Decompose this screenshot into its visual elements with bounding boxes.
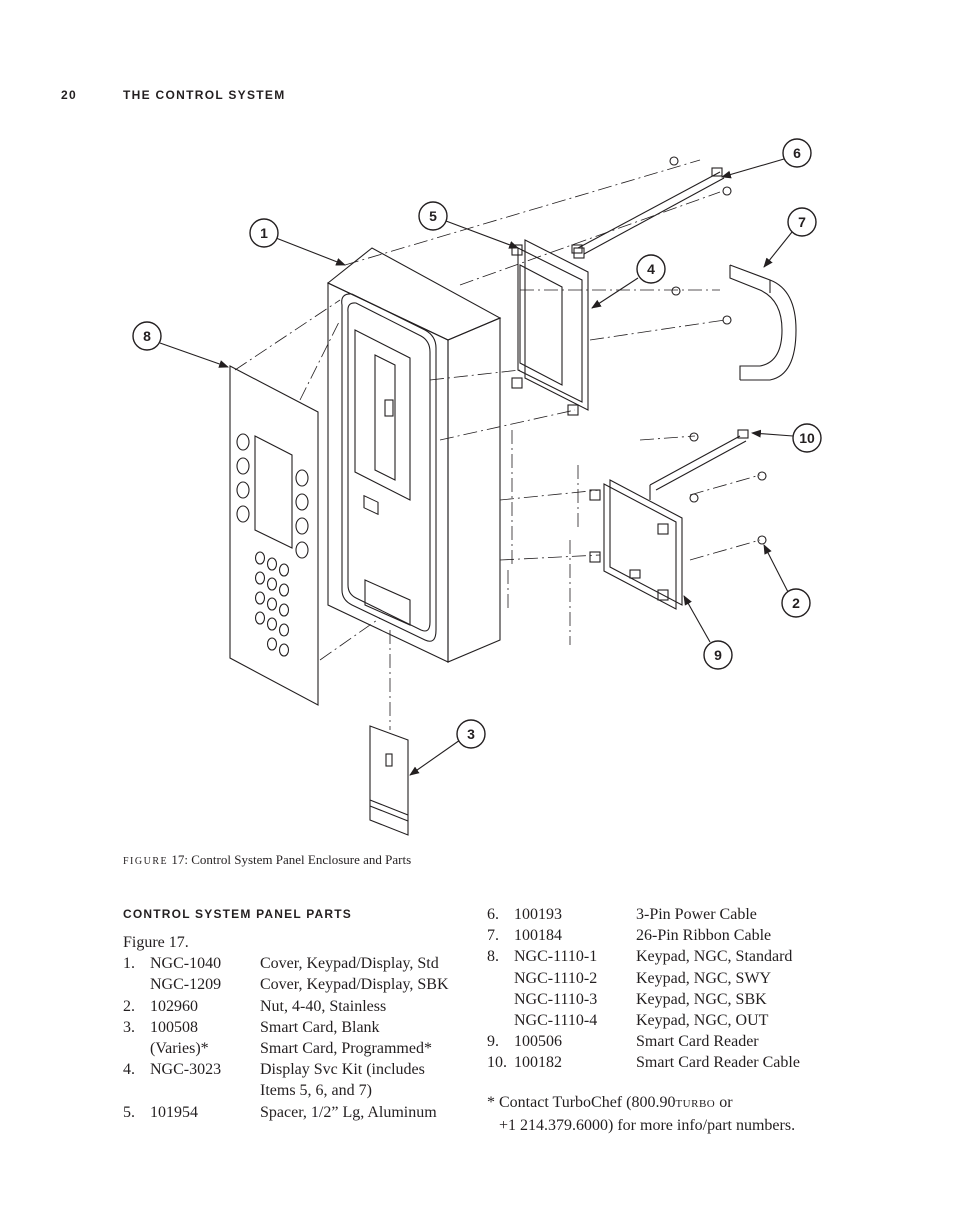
callout-10: 10 xyxy=(751,423,822,453)
list-item: (Varies)*Smart Card, Programmed* xyxy=(150,1039,432,1057)
ribbon-cable xyxy=(729,264,797,381)
callout-4: 4 xyxy=(591,254,666,309)
nuts xyxy=(669,156,767,545)
power-cable xyxy=(571,167,725,255)
parts-intro: Figure 17. xyxy=(123,934,189,951)
figure-caption: Figure 17: Control System Panel Enclosur… xyxy=(123,852,411,868)
exploded-diagram: 1 2 3 4 5 6 7 8 9 10 xyxy=(132,138,822,836)
svg-text:8: 8 xyxy=(143,328,151,344)
contact-note: * Contact TurboChef (800.90TURBO or +1 2… xyxy=(487,1092,795,1136)
keypad-number-buttons xyxy=(254,551,290,657)
caption-label: Figure xyxy=(123,856,169,867)
callout-3: 3 xyxy=(409,719,486,776)
smart-card xyxy=(369,725,409,836)
callout-9: 9 xyxy=(683,595,733,670)
keypad-cover xyxy=(229,365,319,706)
svg-text:7: 7 xyxy=(798,214,806,230)
page-number: 20 xyxy=(61,88,77,102)
svg-text:2: 2 xyxy=(792,595,800,611)
card-reader xyxy=(589,429,749,610)
svg-text:9: 9 xyxy=(714,647,722,663)
callout-6: 6 xyxy=(721,138,812,179)
svg-text:4: 4 xyxy=(647,261,655,277)
svg-text:3: 3 xyxy=(467,726,475,742)
svg-text:6: 6 xyxy=(793,145,801,161)
callout-2: 2 xyxy=(763,544,811,618)
svg-text:1: 1 xyxy=(260,225,268,241)
list-item: Items 5, 6, and 7) xyxy=(260,1082,372,1100)
display-board xyxy=(511,239,589,416)
svg-text:10: 10 xyxy=(799,430,815,446)
callout-7: 7 xyxy=(763,207,817,268)
caption-text: : Control System Panel Enclosure and Par… xyxy=(184,852,412,867)
note-line-1: * Contact TurboChef (800.90TURBO or xyxy=(487,1094,733,1111)
callout-1: 1 xyxy=(249,218,346,266)
callout-8: 8 xyxy=(132,321,229,368)
enclosure xyxy=(326,247,502,663)
parts-section-title: CONTROL SYSTEM PANEL PARTS xyxy=(123,907,352,921)
section-title: THE CONTROL SYSTEM xyxy=(123,88,286,102)
assembly-lines xyxy=(234,159,761,730)
callout-5: 5 xyxy=(418,201,519,249)
svg-text:5: 5 xyxy=(429,208,437,224)
caption-number: 17 xyxy=(171,852,185,867)
note-line-2: +1 214.379.6000) for more info/part numb… xyxy=(499,1117,796,1135)
keypad-buttons-left xyxy=(236,433,250,523)
keypad-buttons-right xyxy=(295,469,309,559)
